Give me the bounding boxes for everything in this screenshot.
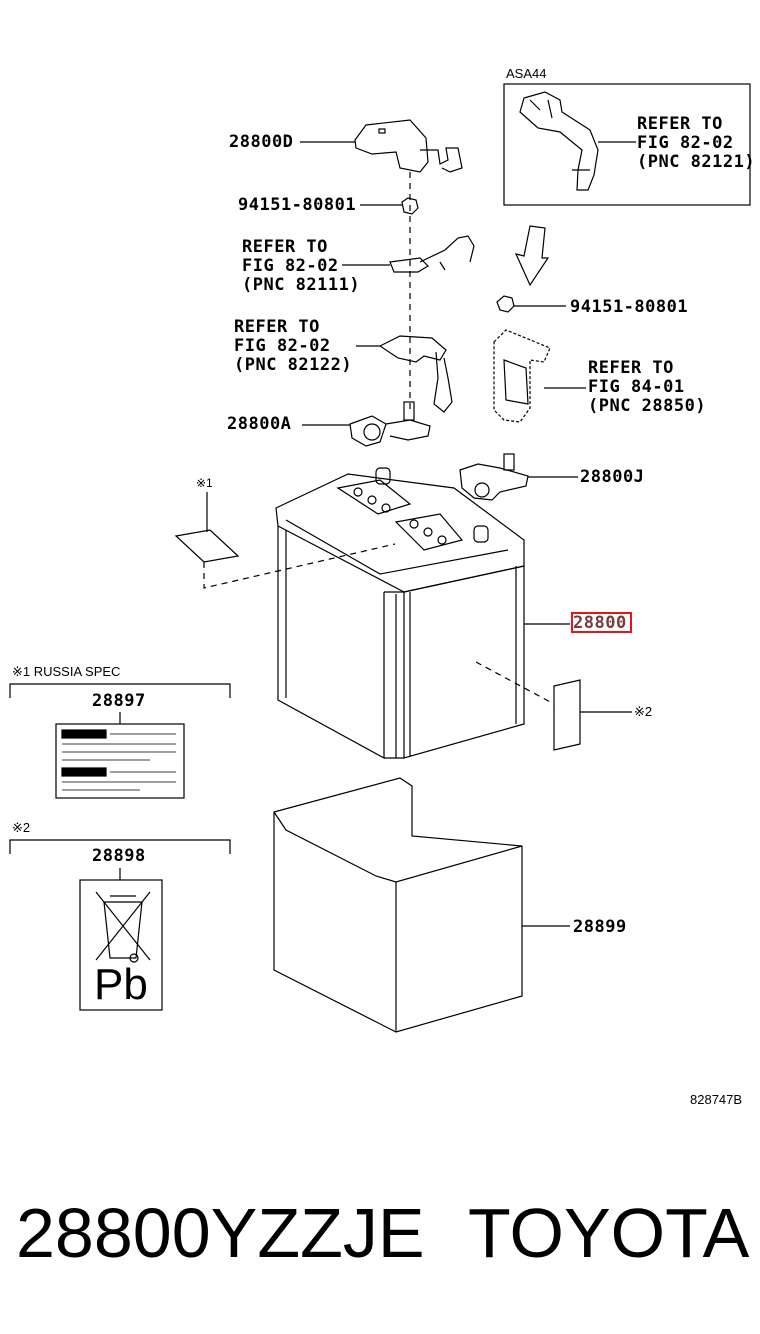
inset-model-label: ASA44: [506, 66, 547, 81]
nut-icon-right: [496, 295, 515, 313]
inset-refer-line-1: REFER TO: [637, 114, 723, 134]
footer-caption: 28800YZZJE TOYOTA: [0, 1185, 760, 1285]
selected-part-highlight[interactable]: [571, 612, 632, 633]
refer-82111-line-2: FIG 82-02: [242, 256, 339, 276]
refer-82122-line-3: (PNC 82122): [234, 355, 353, 375]
refer-28850-line-2: FIG 84-01: [588, 377, 685, 397]
recycle-label-icon: [79, 879, 163, 1011]
refer-28850-line-3: (PNC 28850): [588, 396, 707, 416]
callout-28898[interactable]: 28898: [92, 846, 146, 866]
callout-28897[interactable]: 28897: [92, 691, 146, 711]
callout-28800D[interactable]: 28800D: [229, 132, 294, 152]
terminal-cover-icon: [354, 119, 429, 173]
inset-bracket-icon: [519, 91, 599, 191]
callout-28800J[interactable]: 28800J: [580, 467, 645, 487]
callout-28800[interactable]: 28800: [573, 613, 627, 633]
callout-nut-right[interactable]: 94151-80801: [570, 297, 689, 317]
positive-terminal-icon: [459, 463, 529, 501]
russia-spec-header: ※1 RUSSIA SPEC: [12, 664, 121, 679]
mark-2: ※2: [634, 704, 653, 719]
positive-cable-icon: [378, 335, 447, 363]
callout-nut-top[interactable]: 94151-80801: [238, 195, 357, 215]
mark-1: ※1: [196, 476, 213, 490]
refer-28850[interactable]: REFER TO FIG 84-01 (PNC 28850): [588, 359, 706, 416]
refer-82111-line-3: (PNC 82111): [242, 275, 361, 295]
inset-refer-line-2: FIG 82-02: [637, 133, 734, 153]
battery-tray-icon: [273, 777, 523, 1033]
pb-header: ※2: [12, 820, 31, 835]
drawing-id: 828747B: [690, 1092, 743, 1107]
refer-82122-line-2: FIG 82-02: [234, 336, 331, 356]
refer-82111[interactable]: REFER TO FIG 82-02 (PNC 82111): [242, 238, 360, 295]
refer-82111-line-1: REFER TO: [242, 237, 328, 257]
brand-title: TOYOTA: [468, 1194, 750, 1272]
callout-28899[interactable]: 28899: [573, 917, 627, 937]
callout-28800A[interactable]: 28800A: [227, 414, 292, 434]
russia-spec-frame: [9, 683, 231, 698]
part-number-title: 28800YZZJE: [16, 1194, 425, 1272]
warning-label-icon: [55, 723, 185, 799]
battery-top: [275, 473, 525, 593]
pb-symbol: Pb: [94, 960, 148, 1009]
pb-frame: [9, 839, 231, 854]
inset-refer-line-3: (PNC 82121): [637, 152, 756, 172]
inset-frame: [503, 83, 751, 206]
cable-terminal-icon: [389, 257, 429, 273]
refer-28850-line-1: REFER TO: [588, 358, 674, 378]
inset-refer-text: REFER TO FIG 82-02 (PNC 82121): [637, 115, 755, 172]
label-sheet-1: [174, 529, 240, 563]
refer-82122-line-1: REFER TO: [234, 317, 320, 337]
fuse-block-icon: [493, 329, 551, 423]
refer-82122[interactable]: REFER TO FIG 82-02 (PNC 82122): [234, 318, 352, 375]
negative-terminal-icon: [349, 415, 387, 447]
down-arrow-icon: [514, 225, 550, 287]
nut-icon: [401, 197, 419, 215]
label-sheet-2: [553, 679, 581, 751]
